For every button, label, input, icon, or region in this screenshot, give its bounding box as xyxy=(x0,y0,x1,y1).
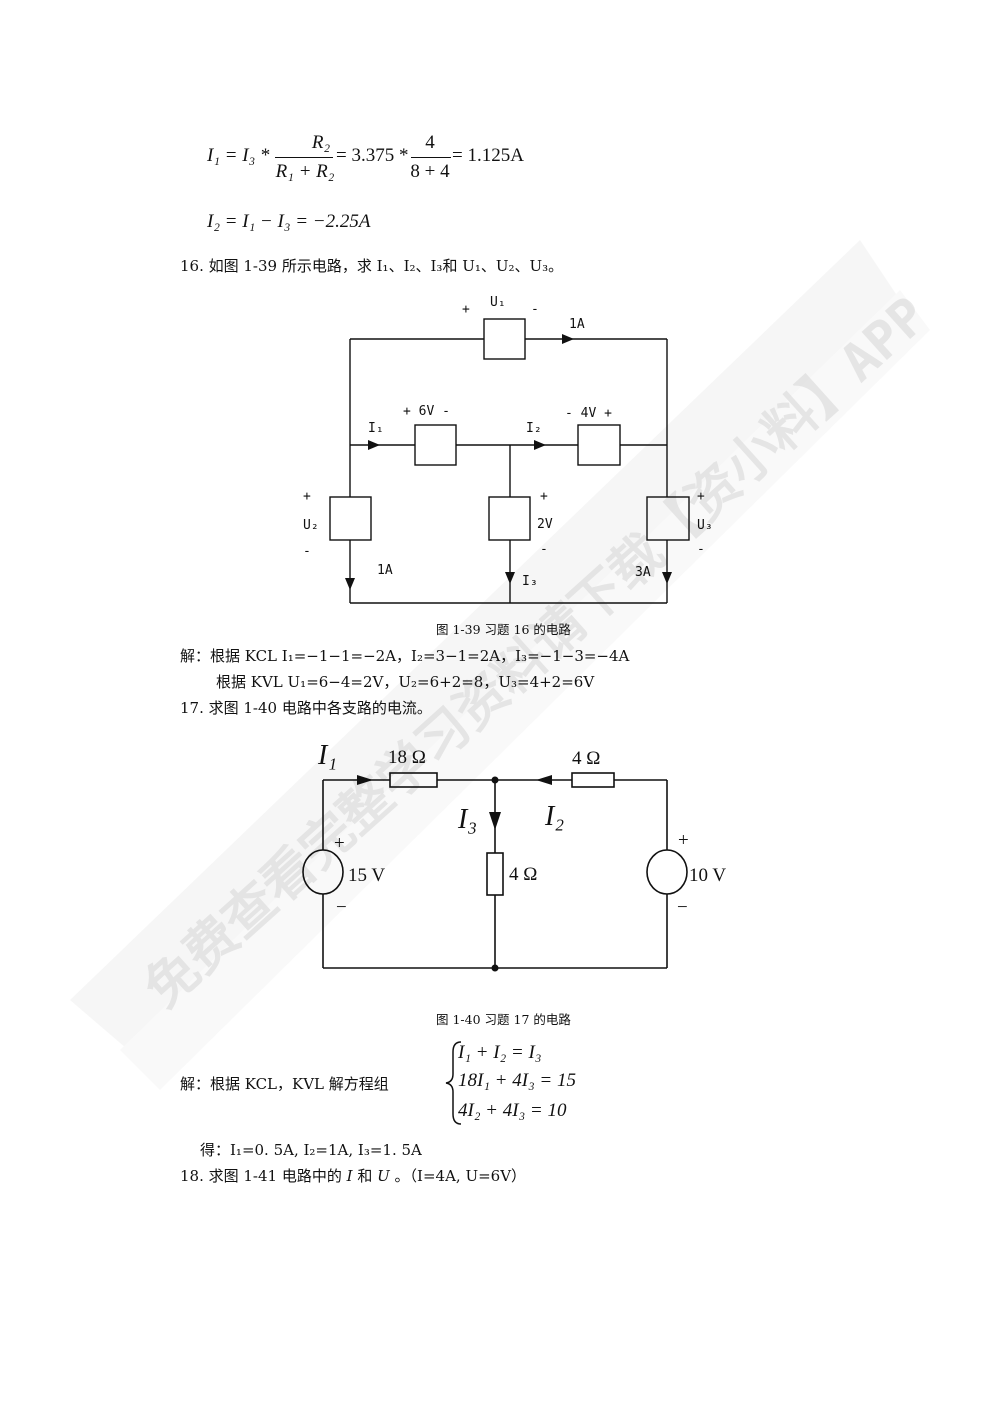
v2-plus: + xyxy=(540,489,548,504)
problem18-text: 18. 求图 1-41 电路中的 I 和 U 。（I=4A, U=6V） xyxy=(180,1165,526,1186)
v10-plus: + xyxy=(678,830,689,851)
u1-label: U₁ xyxy=(490,295,506,310)
v6-label: + 6V - xyxy=(403,404,450,419)
r18-label: 18 Ω xyxy=(388,747,426,768)
eq1-rhs: = 1.125A xyxy=(452,145,524,166)
v4-label: - 4V + xyxy=(565,406,612,421)
equation-2: 18I₁ + 4I₃ = 15 xyxy=(458,1070,577,1091)
caption-1-39: 图 1-39 习题 16 的电路 xyxy=(436,622,571,637)
i-left-label: 1A xyxy=(377,563,393,578)
r4-top-label: 4 Ω xyxy=(572,748,600,769)
eq1-frac1-num: R₂ xyxy=(311,132,331,153)
i1-label: I₁ xyxy=(368,421,384,436)
i-top-label: 1A xyxy=(569,317,585,332)
c2-i3-label: I₃ xyxy=(457,804,477,835)
eq1-frac2-den: 8 + 4 xyxy=(410,161,450,182)
u3-label: U₃ xyxy=(697,518,713,533)
equation-3: 4I₂ + 4I₃ = 10 xyxy=(458,1100,567,1121)
problem18-var-u: U xyxy=(377,1167,390,1185)
circuit-1-40: I₁ 18 Ω 4 Ω I₃ I₂ + 15 V − 4 Ω + 10 V − xyxy=(302,740,726,972)
u3-minus: - xyxy=(697,542,705,557)
eq1-frac1-bar xyxy=(275,157,333,158)
equation-1: I₁ + I₂ = I₃ xyxy=(458,1042,542,1063)
u2-minus: - xyxy=(303,544,311,559)
problem18-var-i: I xyxy=(346,1167,353,1185)
r4-mid-label: 4 Ω xyxy=(509,864,537,885)
problem18-mid: 和 xyxy=(352,1167,378,1185)
u2-plus: + xyxy=(303,489,311,504)
caption-1-40: 图 1-40 习题 17 的电路 xyxy=(436,1012,571,1027)
problem16-solution-1: 解：根据 KCL I₁=−1−1=−2A，I₂=3−1=2A，I₃=−1−3=−… xyxy=(180,647,630,665)
c2-i1-label: I₁ xyxy=(317,740,337,771)
i3-label: I₃ xyxy=(522,574,538,589)
u1-plus: + xyxy=(462,302,470,317)
u3-plus: + xyxy=(697,489,705,504)
equation-brace xyxy=(445,1041,462,1125)
eq1-frac2-num: 4 xyxy=(425,132,435,153)
eq1-frac2-bar xyxy=(411,157,451,158)
eq1-lhs: I₁ = I₃ * xyxy=(207,145,270,166)
i-right-label: 3A xyxy=(635,565,651,580)
c2-i2-label: I₂ xyxy=(544,801,564,832)
v15-label: 15 V xyxy=(348,865,385,886)
v10-label: 10 V xyxy=(689,865,726,886)
eq1-frac1-den: R₁ + R₂ xyxy=(275,161,335,182)
v2-minus: - xyxy=(540,542,548,557)
problem17-title: 17. 求图 1-40 电路中各支路的电流。 xyxy=(180,699,432,717)
problem16-solution-2: 根据 KVL U₁=6−4=2V，U₂=6+2=8，U₃=4+2=6V xyxy=(216,673,595,691)
eq2: I₂ = I₁ − I₃ = −2.25A xyxy=(207,211,371,232)
v2-label: 2V xyxy=(537,517,553,532)
v15-plus: + xyxy=(334,833,345,854)
eq1-mid: = 3.375 * xyxy=(336,145,409,166)
problem18-suffix: 。（I=4A, U=6V） xyxy=(389,1167,527,1185)
problem17-solution-label: 解：根据 KCL，KVL 解方程组 xyxy=(180,1075,389,1093)
i2-label: I₂ xyxy=(526,421,542,436)
v15-minus: − xyxy=(336,897,347,918)
problem17-result: 得：I₁=0. 5A, I₂=1A, I₃=1. 5A xyxy=(200,1141,422,1159)
v10-minus: − xyxy=(677,897,688,918)
problem18-prefix: 18. 求图 1-41 电路中的 xyxy=(180,1167,347,1185)
problem16-title: 16. 如图 1-39 所示电路，求 I₁、I₂、I₃和 U₁、U₂、U₃。 xyxy=(180,257,564,275)
u1-minus: - xyxy=(531,302,539,317)
u2-label: U₂ xyxy=(303,518,319,533)
